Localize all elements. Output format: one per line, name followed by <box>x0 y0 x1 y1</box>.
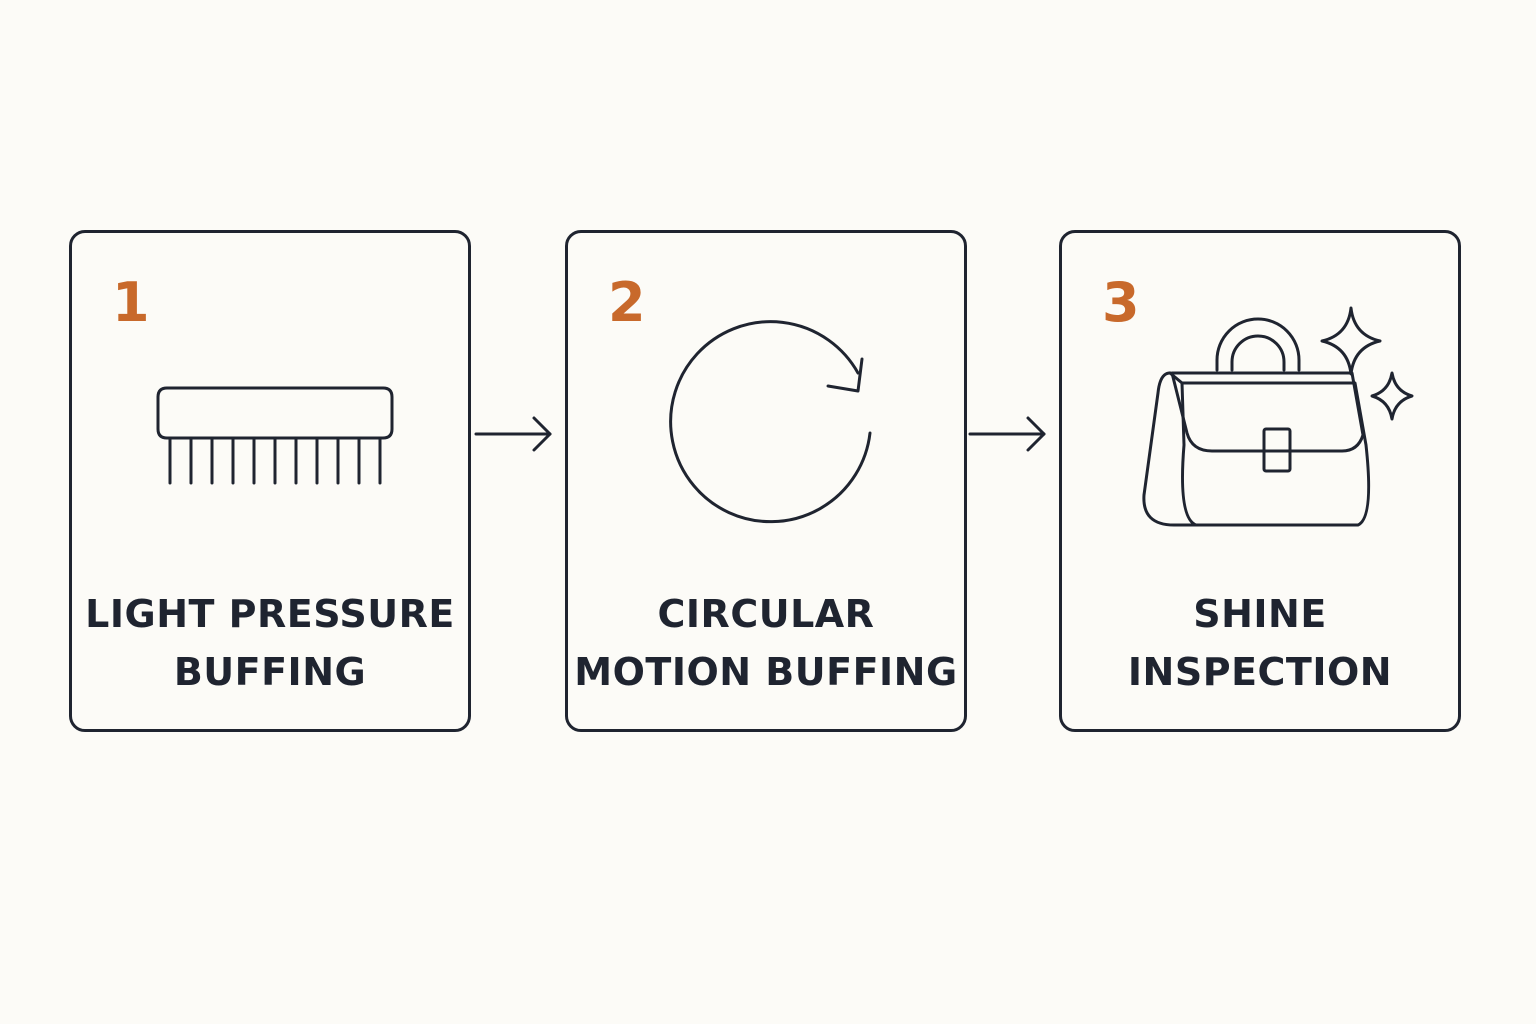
step-label-line2: INSPECTION <box>1127 650 1393 694</box>
step-label: SHINE INSPECTION <box>1062 585 1458 701</box>
step-number: 2 <box>608 271 646 334</box>
step-number: 1 <box>112 271 150 334</box>
step-card-1: 1 LIGHT PRESSURE BUFFING <box>69 230 471 732</box>
circular-arrow-icon <box>669 320 872 524</box>
step-number: 3 <box>1102 271 1140 334</box>
step-label: LIGHT PRESSURE BUFFING <box>72 585 468 701</box>
step-label-line2: BUFFING <box>173 650 367 694</box>
arrow-right-icon <box>968 416 1046 452</box>
step-label-line1: SHINE <box>1193 592 1327 636</box>
handbag-sparkle-icon <box>1142 306 1414 527</box>
step-label: CIRCULAR MOTION BUFFING <box>568 585 964 701</box>
step-label-line1: LIGHT PRESSURE <box>85 592 455 636</box>
brush-icon <box>156 386 394 485</box>
step-label-line2: MOTION BUFFING <box>574 650 958 694</box>
step-card-2: 2 CIRCULAR MOTION BUFFING <box>565 230 967 732</box>
arrow-right-icon <box>474 416 552 452</box>
step-card-3: 3 SHINE INSPECTION <box>1059 230 1461 732</box>
step-label-line1: CIRCULAR <box>657 592 875 636</box>
